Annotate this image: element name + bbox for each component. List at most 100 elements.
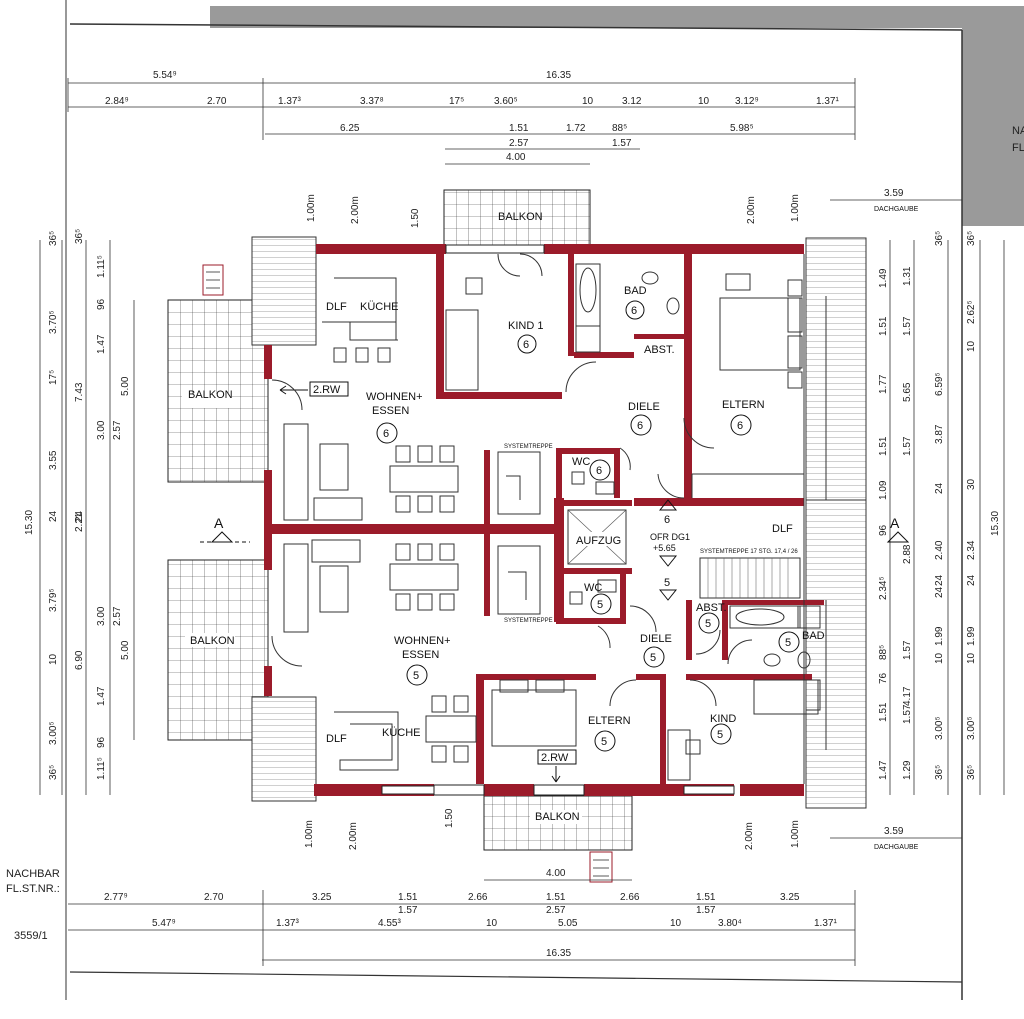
top-dim-r3-4: 5.98⁵ <box>730 123 754 134</box>
room-eltern-lower: ELTERN <box>588 715 631 727</box>
svg-text:2.RW: 2.RW <box>541 752 569 764</box>
svg-text:2.70: 2.70 <box>204 892 224 903</box>
rooms-lower: DLF KÜCHE WOHNEN+ ESSEN 5 DIELE 5 ELTERN… <box>326 582 825 752</box>
bottom-dimensions <box>68 879 856 966</box>
svg-text:SYSTEMTREPPE: SYSTEMTREPPE <box>504 618 553 624</box>
rw-tag-lower: 2.RW <box>537 749 577 783</box>
svg-text:1.37³: 1.37³ <box>276 918 299 929</box>
svg-text:6: 6 <box>383 428 389 440</box>
top-dim-r3-2: 1.72 <box>566 123 586 134</box>
rw-tag-upper: 2.RW <box>279 381 349 397</box>
svg-text:1.31: 1.31 <box>902 266 913 286</box>
left-dimension-lines <box>39 240 135 795</box>
top-dim-r1-0: 5.54⁹ <box>153 70 177 81</box>
svg-text:3.25: 3.25 <box>780 892 800 903</box>
svg-text:1.00m: 1.00m <box>790 194 801 222</box>
svg-text:6: 6 <box>737 420 743 432</box>
right-bottom-label: DACHGAUBE <box>874 844 919 851</box>
room-dlf-lower: DLF <box>326 733 347 745</box>
furniture-upper <box>283 263 803 521</box>
svg-text:3559/1: 3559/1 <box>14 930 48 942</box>
core-elevator: AUFZUG <box>567 509 627 565</box>
svg-text:3.00: 3.00 <box>96 420 107 440</box>
svg-text:76: 76 <box>878 672 889 684</box>
svg-text:6.90: 6.90 <box>74 650 85 670</box>
svg-text:SYSTEMTREPPE 17 STG. 17,4 / 26: SYSTEMTREPPE 17 STG. 17,4 / 26 <box>700 549 798 555</box>
svg-text:3.55: 3.55 <box>48 450 59 470</box>
svg-text:2.34: 2.34 <box>966 540 977 560</box>
svg-text:BALKON: BALKON <box>188 389 233 401</box>
svg-text:1.00m: 1.00m <box>304 820 315 848</box>
right-top-width: 3.59 <box>884 188 904 199</box>
top-dim-r2-3: 3.37⁸ <box>360 96 384 107</box>
svg-text:36⁵: 36⁵ <box>934 231 945 246</box>
svg-text:3.00⁵: 3.00⁵ <box>48 721 59 745</box>
svg-text:10: 10 <box>670 918 682 929</box>
svg-text:5: 5 <box>597 599 603 611</box>
room-diele-lower: DIELE <box>640 633 672 645</box>
svg-text:1.57: 1.57 <box>902 316 913 336</box>
svg-text:1.57: 1.57 <box>902 704 913 724</box>
svg-text:A: A <box>890 515 900 531</box>
svg-text:2.77⁹: 2.77⁹ <box>104 892 128 903</box>
svg-text:3.70⁵: 3.70⁵ <box>48 310 59 334</box>
top-dim-r2-4: 17⁵ <box>449 96 464 107</box>
top-dim-r2-7: 3.12 <box>622 96 642 107</box>
svg-text:1.47: 1.47 <box>878 760 889 780</box>
scan-shadow-right <box>962 6 1024 226</box>
svg-text:3.87: 3.87 <box>934 424 945 444</box>
svg-text:2.57: 2.57 <box>112 420 123 440</box>
svg-text:2.88: 2.88 <box>902 544 913 564</box>
svg-text:88⁵: 88⁵ <box>878 645 889 660</box>
doors <box>271 253 753 707</box>
svg-text:1.00m: 1.00m <box>790 820 801 848</box>
furniture-lower <box>283 539 821 781</box>
svg-text:2.62⁵: 2.62⁵ <box>966 300 977 324</box>
top-dim-r5-0: 4.00 <box>506 152 526 163</box>
svg-text:16.35: 16.35 <box>546 948 571 959</box>
svg-text:10: 10 <box>966 652 977 664</box>
svg-text:36⁵: 36⁵ <box>48 765 59 780</box>
svg-text:5: 5 <box>664 577 670 589</box>
svg-text:10: 10 <box>48 653 59 665</box>
svg-text:10: 10 <box>966 340 977 352</box>
svg-text:1.29: 1.29 <box>902 760 913 780</box>
room-wc-lower: WC <box>584 582 602 594</box>
svg-text:SYSTEMTREPPE: SYSTEMTREPPE <box>504 444 553 450</box>
svg-text:A: A <box>214 515 224 531</box>
room-bad-lower: BAD <box>802 630 825 642</box>
svg-text:AUFZUG: AUFZUG <box>576 535 621 547</box>
left-dims-c1: 36⁵ 3.70⁵ 17⁵ 3.55 24 3.79⁵ 10 3.00⁵ 36⁵ <box>48 231 59 780</box>
svg-text:2.40: 2.40 <box>934 540 945 560</box>
right-dims-c2: 1.31 1.57 5.65 1.57 24 2.88 1.57 4.17 1.… <box>902 266 945 780</box>
dormer-right-upper <box>805 237 867 501</box>
right-bottom-width: 3.59 <box>884 826 904 837</box>
svg-text:2.21: 2.21 <box>74 512 85 532</box>
dormer-left-upper <box>251 236 317 346</box>
left-total: 15.30 <box>24 510 35 535</box>
svg-text:3.00⁵: 3.00⁵ <box>966 716 977 740</box>
svg-text:3.79⁵: 3.79⁵ <box>48 588 59 612</box>
svg-text:3.00: 3.00 <box>96 606 107 626</box>
room-wc-upper: WC <box>572 456 590 468</box>
svg-text:BALKON: BALKON <box>535 811 580 823</box>
interior-lines <box>315 254 827 784</box>
top-dim-r1-1: 16.35 <box>546 70 571 81</box>
left-dims-c4: 5.00 2.57 2.57 5.00 <box>112 376 131 660</box>
svg-text:24: 24 <box>934 574 945 586</box>
svg-text:4.55³: 4.55³ <box>378 918 401 929</box>
svg-text:4.17: 4.17 <box>902 686 913 706</box>
svg-text:1.57: 1.57 <box>696 905 716 916</box>
svg-text:FL.ST.NR.:: FL.ST.NR.: <box>6 883 60 895</box>
svg-text:5.05: 5.05 <box>558 918 578 929</box>
svg-text:2.00m: 2.00m <box>348 822 359 850</box>
top-dim-r2-6: 10 <box>582 96 594 107</box>
right-dims-c4: 36⁵ 2.62⁵ 10 30 2.34 24 10 1.99 3.00⁵ 36… <box>966 231 977 780</box>
svg-text:36⁵: 36⁵ <box>48 231 59 246</box>
section-marker-right: A <box>886 515 910 543</box>
windows <box>381 244 735 796</box>
svg-text:6: 6 <box>523 339 529 351</box>
room-diele-upper: DIELE <box>628 401 660 413</box>
svg-text:1.51: 1.51 <box>878 436 889 456</box>
room-kind-lower: KIND <box>710 713 736 725</box>
